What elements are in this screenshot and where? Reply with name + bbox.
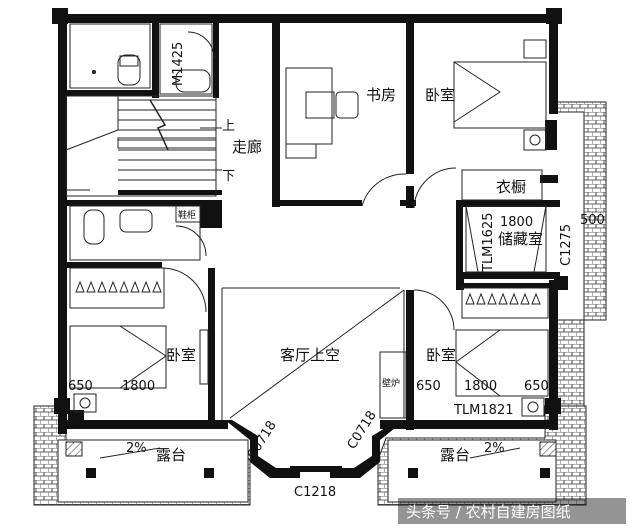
slope-right-label: 2% <box>484 441 505 456</box>
bedroom-se-label: 卧室 <box>426 346 456 364</box>
window-c1218-label: C1218 <box>294 485 336 500</box>
hanger-icon <box>86 280 96 293</box>
study-furniture <box>285 67 407 207</box>
window-tlm1625-label: TLM1625 <box>481 213 496 273</box>
staircase <box>65 95 222 197</box>
dim-1800-storage: 1800 <box>500 215 533 230</box>
watermark-bar <box>398 498 626 524</box>
bedroom-w-furniture <box>69 267 209 413</box>
bedroom-w-label: 卧室 <box>166 346 196 364</box>
hanger-icon <box>108 280 118 293</box>
dim-500: 500 <box>580 213 605 228</box>
dim-bed-w-1800: 1800 <box>122 379 155 394</box>
hanger-icon <box>520 292 530 305</box>
terrace-right-label: 露台 <box>440 446 470 464</box>
walls <box>52 8 568 478</box>
dim-bed-se-650-left: 650 <box>416 379 441 394</box>
terrace-left-label: 露台 <box>156 446 186 464</box>
storage-fixtures <box>465 205 547 273</box>
window-c0718-left-label: C0718 <box>245 418 280 462</box>
watermark-text: 头条号 / 农村自建房图纸 <box>406 503 571 521</box>
hanger-icon <box>487 292 497 305</box>
shoe-cabinet-label: 鞋柜 <box>178 209 196 221</box>
stair-down-label: 下 <box>222 169 235 184</box>
window-m1425-label: M1425 <box>171 42 186 86</box>
study-label: 书房 <box>366 86 396 104</box>
hanger-icon <box>75 280 85 293</box>
hanger-icon <box>141 280 151 293</box>
room-labels: 走廊 书房 卧室 衣橱 储藏室 卧室 客厅上空 卧室 露台 露台 <box>156 86 543 464</box>
hanger-icon <box>465 292 475 305</box>
hanger-icon <box>498 292 508 305</box>
roof-tiles <box>33 101 607 506</box>
storage-label: 储藏室 <box>498 230 543 248</box>
fixture-labels: 鞋柜 壁炉 <box>178 209 400 389</box>
wall-cabinet-label: 壁炉 <box>382 377 400 389</box>
hanger-icon <box>119 280 129 293</box>
stair-up-label: 上 <box>222 119 235 134</box>
hanger-icon <box>130 280 140 293</box>
dim-bed-se-1800: 1800 <box>464 379 497 394</box>
stair-direction-labels: 上 下 <box>222 119 235 184</box>
hanger-icon <box>97 280 107 293</box>
terrace-details <box>65 441 557 478</box>
window-c1275-label: C1275 <box>559 224 574 266</box>
living-void <box>221 287 405 420</box>
wardrobe-left <box>69 267 165 309</box>
living-void-label: 客厅上空 <box>280 346 340 364</box>
window-tlm1821-label: TLM1821 <box>453 403 513 418</box>
dim-bed-w-650: 650 <box>68 379 93 394</box>
corridor-label: 走廊 <box>232 138 262 156</box>
hanger-icon <box>476 292 486 305</box>
bathroom-mid <box>69 205 207 261</box>
wardrobe-label: 衣橱 <box>496 178 526 196</box>
hanger-icon <box>152 280 162 293</box>
hanger-icon <box>531 292 541 305</box>
wardrobe-right <box>461 287 549 319</box>
slope-left-label: 2% <box>126 441 147 456</box>
bedroom-se-furniture <box>379 289 549 419</box>
bedroom-ne-furniture <box>413 39 547 209</box>
dim-bed-se-650-right: 650 <box>524 379 549 394</box>
hanger-icon <box>509 292 519 305</box>
bathroom-top <box>69 23 215 95</box>
bedroom-ne-label: 卧室 <box>425 86 455 104</box>
